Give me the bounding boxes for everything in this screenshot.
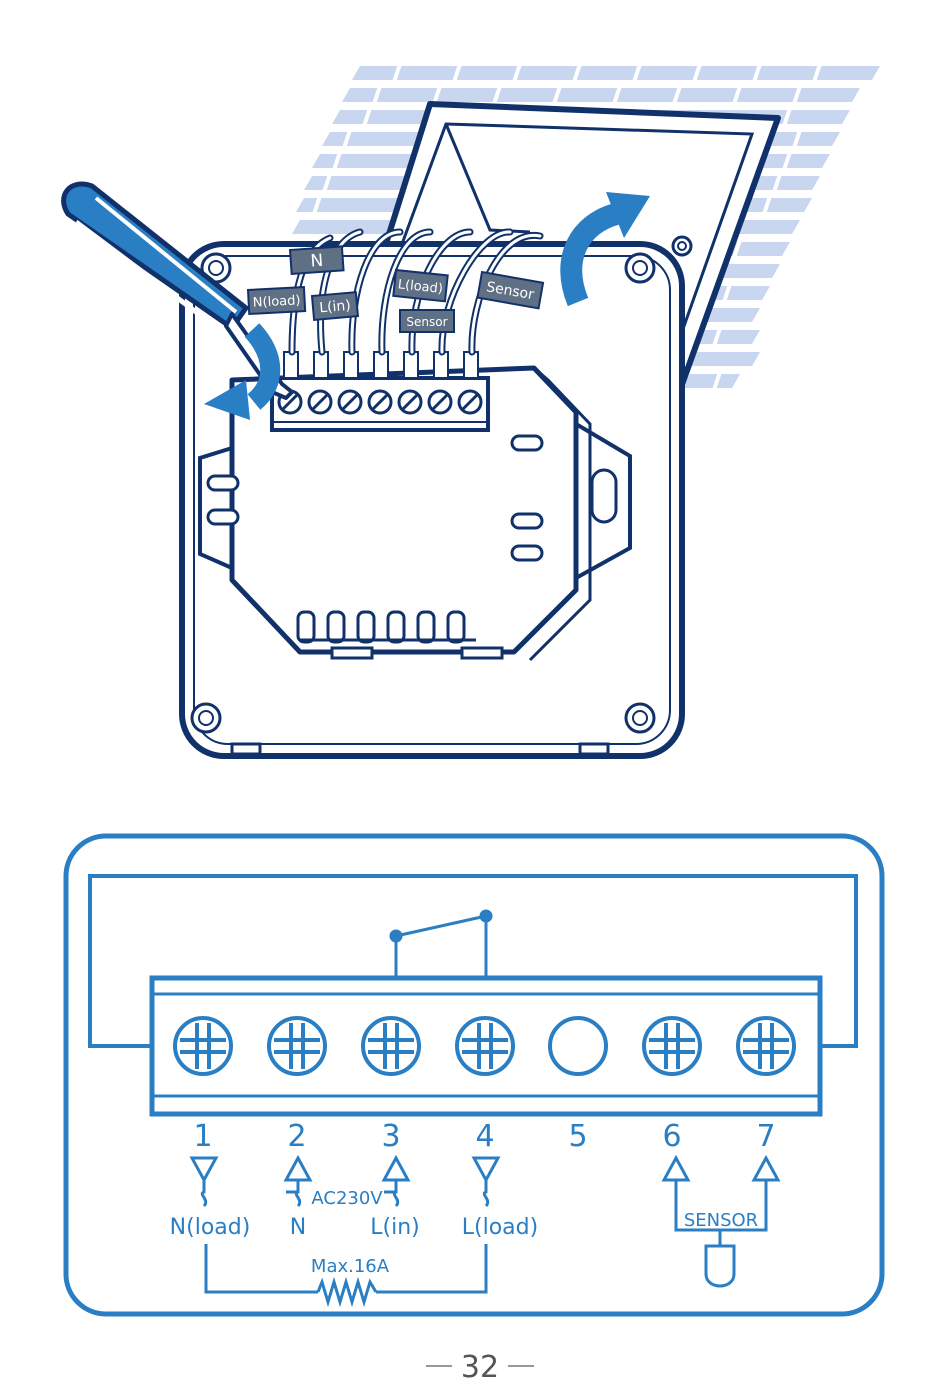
install-illustration: N N(load) L(in) L(load) Sensor Sensor: [64, 64, 880, 756]
wire-label-l-in: L(in): [312, 292, 358, 320]
svg-text:N: N: [310, 251, 324, 272]
wiring-diagram: 1 2 3 4 5 6 7 N(load) N L(in): [66, 836, 882, 1314]
terminal-number: 3: [381, 1119, 400, 1154]
terminal-screw-3: [363, 1018, 419, 1074]
load-label: Max.16A: [311, 1256, 390, 1277]
wire-label-l-load: L(load): [393, 270, 447, 301]
terminal-label: N: [290, 1215, 306, 1240]
terminal-screw-1: [175, 1018, 231, 1074]
terminal-label: L(in): [370, 1215, 419, 1240]
terminal-number: 2: [287, 1119, 306, 1154]
terminal-number: 5: [568, 1119, 587, 1154]
terminal-label: L(load): [462, 1215, 538, 1240]
wire-label-sensor-small: Sensor: [400, 310, 454, 332]
page-footer: 32: [426, 1350, 534, 1381]
terminal-number: 6: [662, 1119, 681, 1154]
terminal-label: N(load): [170, 1215, 251, 1240]
supply-label: AC230V: [311, 1188, 383, 1209]
svg-text:N(load): N(load): [252, 293, 300, 310]
screw-hole-icon: [626, 704, 654, 732]
sensor-probe-icon: [706, 1246, 734, 1286]
terminal-screw-6: [644, 1018, 700, 1074]
page-number: 32: [461, 1350, 499, 1381]
svg-text:L(in): L(in): [319, 298, 352, 317]
screw-hole-icon: [192, 704, 220, 732]
terminal-number: 7: [756, 1119, 775, 1154]
terminal-screw-2: [269, 1018, 325, 1074]
terminal-number: 1: [193, 1119, 212, 1154]
screw-hole-icon: [626, 254, 654, 282]
terminal-screw-7: [738, 1018, 794, 1074]
terminal-number: 4: [475, 1119, 494, 1154]
terminal-screw-4: [457, 1018, 513, 1074]
sensor-label: SENSOR: [684, 1210, 758, 1231]
wire-label-n: N: [290, 246, 344, 274]
terminal-empty-5: [550, 1018, 606, 1074]
svg-text:Sensor: Sensor: [406, 315, 447, 329]
wire-label-n-load: N(load): [248, 287, 305, 314]
